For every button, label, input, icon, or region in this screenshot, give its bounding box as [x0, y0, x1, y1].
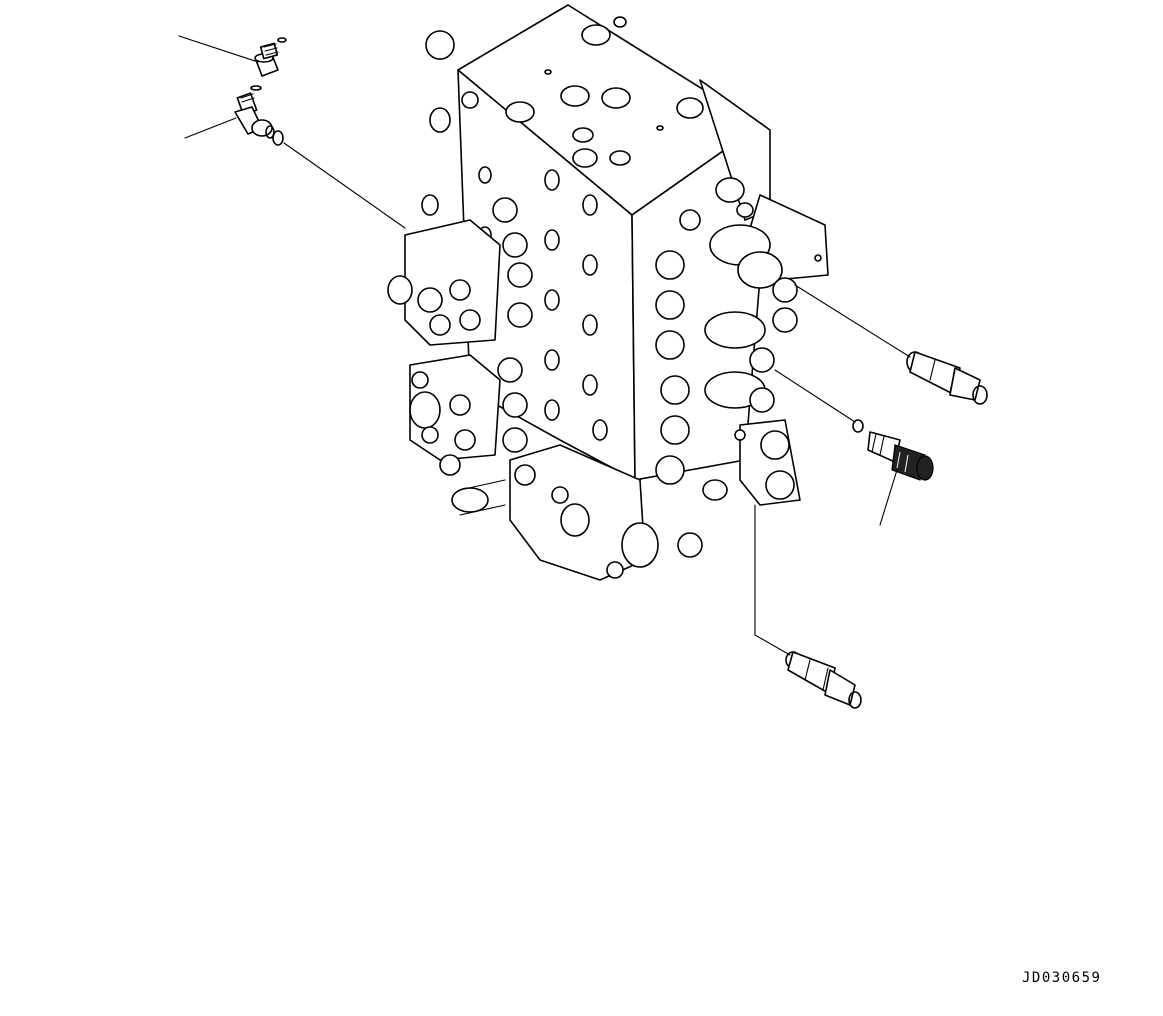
- assembly-line-elbow: [283, 142, 406, 229]
- right-spool-stack: [655, 177, 829, 506]
- assembly-line-lower-sensor: [754, 504, 791, 656]
- elbow-fitting: [234, 85, 284, 146]
- callout-line-switch: [879, 469, 898, 526]
- front-face-ports: [478, 166, 608, 441]
- control-valve-assembly: [387, 4, 829, 581]
- callout-lines: [178, 35, 911, 656]
- bottom-cover: [451, 444, 703, 581]
- drawing-code: JD030659: [1022, 970, 1102, 986]
- top-bolts: [505, 16, 704, 168]
- callout-line-elbow: [184, 117, 237, 139]
- pressure-sensor: [906, 351, 988, 405]
- pressure-switch: [852, 419, 934, 481]
- assembly-line-switch: [774, 369, 856, 423]
- pressure-sensor-lower: [785, 651, 862, 709]
- left-spool-sections: [387, 30, 533, 476]
- callout-line-plug: [178, 35, 259, 63]
- assembly-line-sensor: [794, 284, 911, 358]
- plug: [254, 37, 287, 77]
